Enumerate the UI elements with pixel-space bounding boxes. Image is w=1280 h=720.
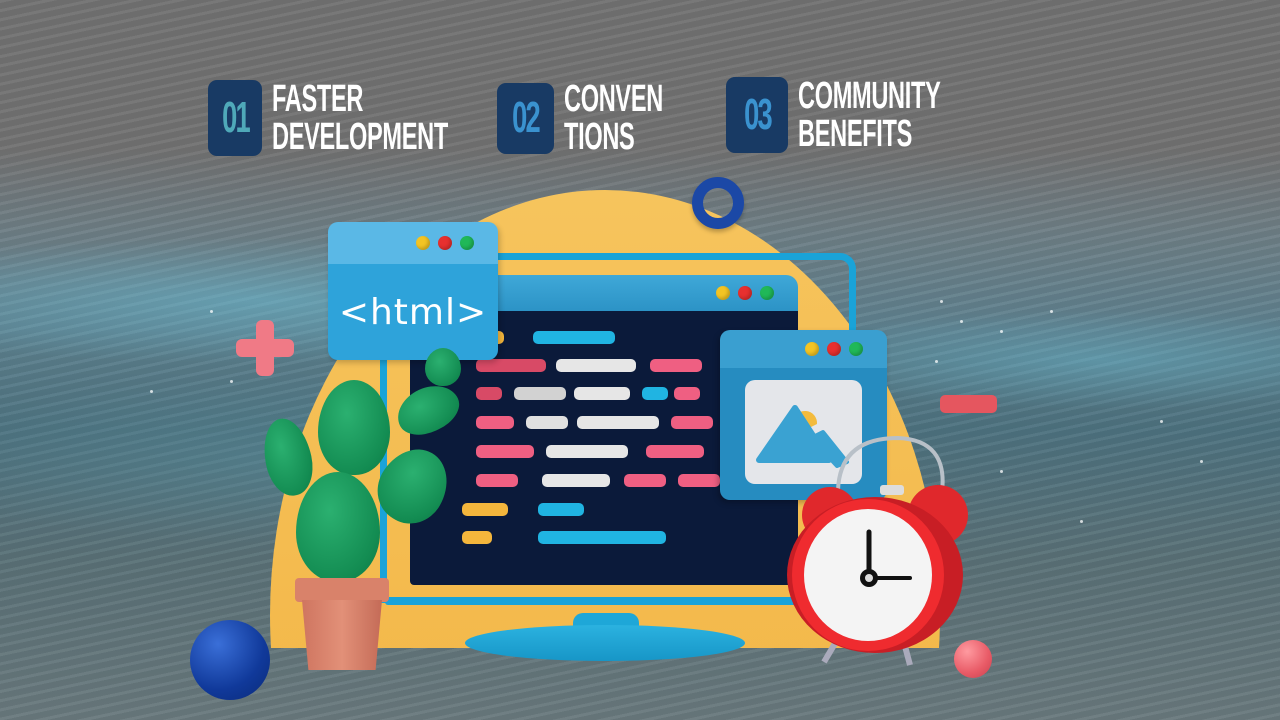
feature-title: CONVEN TIONS <box>564 78 663 158</box>
feature-title: FASTER DEVELOPMENT <box>272 78 448 158</box>
feature-number-badge: 03 <box>726 77 788 153</box>
html-window-titlebar <box>328 222 498 264</box>
feature-2: 02 CONVEN TIONS <box>497 80 724 156</box>
minimize-dot-icon <box>805 342 819 356</box>
flower-pot <box>295 578 389 602</box>
monitor-bottom-bezel <box>385 597 825 605</box>
blue-ring-icon <box>692 177 744 229</box>
feature-3: 03 COMMUNITY BENEFITS <box>726 77 1028 153</box>
minus-icon <box>940 395 997 413</box>
window-controls <box>416 236 474 250</box>
feature-number-badge: 01 <box>208 80 262 156</box>
window-controls <box>805 342 863 356</box>
maximize-dot-icon <box>760 286 774 300</box>
image-window-titlebar <box>720 330 887 368</box>
minimize-dot-icon <box>716 286 730 300</box>
feature-number-badge: 02 <box>497 82 554 154</box>
maximize-dot-icon <box>460 236 474 250</box>
html-tag-window: <html> <box>328 222 498 360</box>
minimize-dot-icon <box>416 236 430 250</box>
feature-title: COMMUNITY BENEFITS <box>798 75 941 155</box>
pink-ball-icon <box>954 640 992 678</box>
maximize-dot-icon <box>849 342 863 356</box>
close-dot-icon <box>827 342 841 356</box>
close-dot-icon <box>738 286 752 300</box>
close-dot-icon <box>438 236 452 250</box>
blue-ball-icon <box>190 620 270 700</box>
window-controls <box>716 286 774 300</box>
image-preview-window <box>720 330 887 500</box>
monitor-stand-base <box>465 625 745 661</box>
feature-1: 01 FASTER DEVELOPMENT <box>208 80 556 156</box>
alarm-clock-icon <box>787 435 968 666</box>
html-tag-label: <html> <box>338 291 488 333</box>
